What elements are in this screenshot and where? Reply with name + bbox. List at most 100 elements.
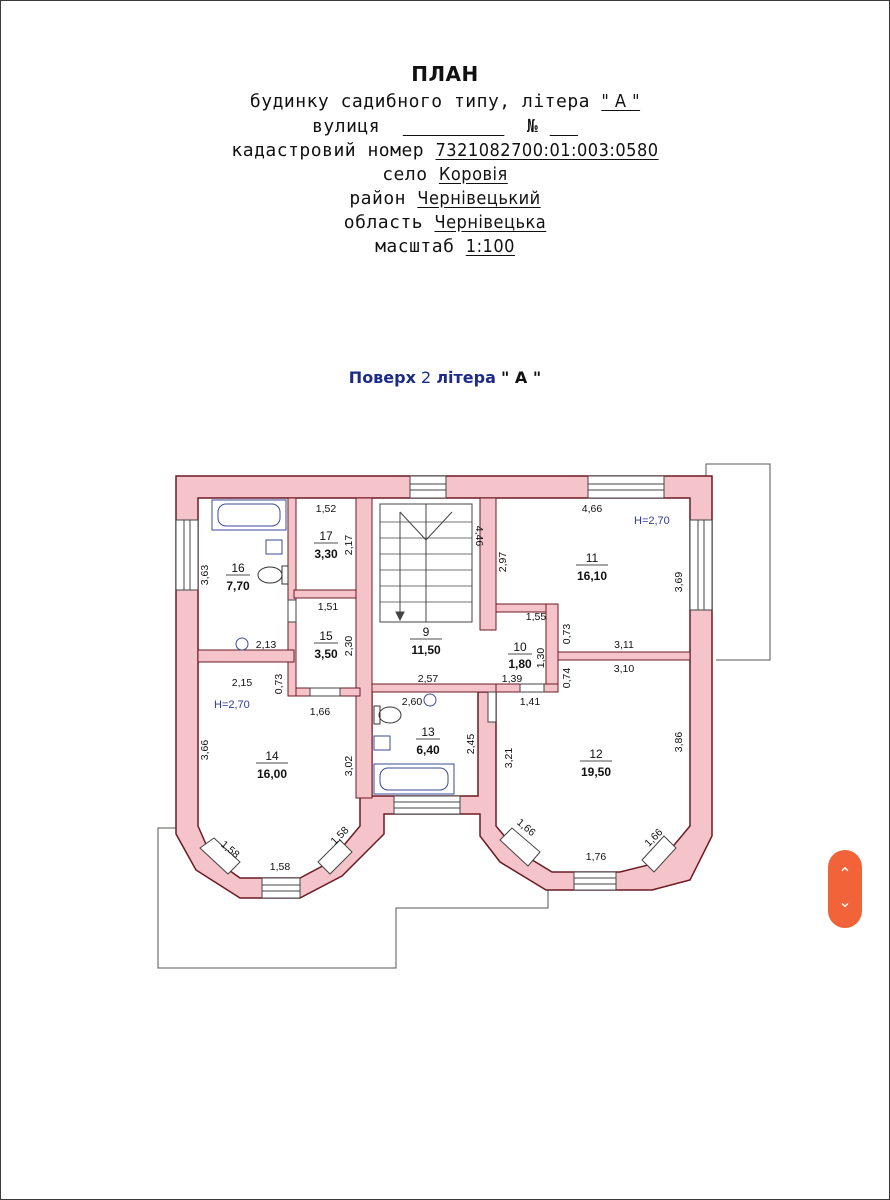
room-area: 19,50	[581, 765, 611, 779]
number-label: №	[527, 116, 539, 137]
room-area: 16,10	[577, 569, 607, 583]
toilet-icon	[257, 565, 289, 585]
street-label: вулиця	[312, 116, 381, 137]
room-number: 14	[265, 749, 279, 763]
dim-label: 1,66	[310, 706, 331, 718]
room-area: 6,40	[416, 743, 440, 757]
room-label: 101,80	[508, 640, 532, 671]
dim-label: 2,15	[232, 677, 253, 689]
room-area: 11,50	[411, 643, 441, 657]
dim-label: 0,73	[273, 674, 285, 695]
room-number: 15	[319, 629, 333, 643]
dim-label: 2,97	[497, 552, 509, 573]
oblast-value: Чернівецька	[434, 212, 547, 233]
room-number: 10	[513, 640, 527, 654]
doors	[287, 599, 545, 723]
floor-litera-word: літера	[436, 368, 496, 387]
dim-label: 3,69	[673, 572, 685, 593]
balcony-outline	[705, 463, 771, 661]
dim-label: 3,66	[199, 740, 211, 761]
dim-label: 2,57	[418, 673, 439, 685]
room-label: 12 19,50	[580, 747, 612, 779]
village-label: село	[382, 164, 428, 185]
toilet-icon	[373, 705, 402, 725]
bathtub-icon	[211, 499, 287, 531]
dim-label: 0,74	[561, 668, 573, 689]
room-label: 14 16,00	[256, 749, 288, 781]
dim-label: 4,46	[473, 526, 485, 547]
dim-label: 1,52	[316, 503, 337, 515]
dim-label: 1,55	[526, 611, 547, 623]
room-area: 16,00	[257, 767, 287, 781]
staircase	[379, 503, 473, 623]
room-number: 12	[589, 747, 603, 761]
dim-label: 3,86	[673, 732, 685, 753]
room-labels: 167,70 173,30 153,50 911,50 101,80 1116,…	[226, 529, 612, 781]
room-number: 17	[319, 529, 333, 543]
scale-value: 1:100	[465, 236, 515, 257]
dim-label: 2,60	[402, 696, 423, 708]
dim-label: 4,66	[582, 503, 603, 515]
plan-title: ПЛАН	[411, 62, 479, 86]
dim-label: 3,11	[614, 639, 634, 651]
room-label: 136,40	[416, 725, 440, 757]
cadastral-label: кадастровий номер	[231, 140, 425, 161]
dim-label: 3,02	[343, 756, 355, 777]
height-labels: H=2,70 H=2,70	[214, 515, 670, 711]
room-label: 11 16,10	[576, 551, 608, 583]
height-label: H=2,70	[634, 515, 670, 527]
dim-label: 2,13	[256, 639, 277, 651]
dim-label: 2,30	[343, 636, 355, 657]
header-line-district: район Чернівецький	[0, 188, 890, 209]
dim-label: 1,41	[520, 696, 541, 708]
dim-label: 2,45	[465, 734, 477, 755]
header-line-street: вулиця №	[0, 116, 890, 137]
dim-label: 1,58	[270, 861, 291, 873]
scale-label: масштаб	[375, 236, 455, 257]
room-number: 9	[423, 625, 430, 639]
oblast-label: область	[343, 212, 424, 233]
room-number: 16	[231, 561, 245, 575]
windows	[175, 475, 713, 899]
room-area: 3,30	[314, 547, 338, 561]
litera-value: " А "	[601, 91, 641, 112]
dim-label: 3,63	[199, 565, 211, 586]
dim-label: 1,51	[318, 601, 339, 613]
header-line-scale: масштаб 1:100	[0, 236, 890, 257]
room-area: 7,70	[226, 579, 250, 593]
room-label: 173,30	[314, 529, 338, 561]
dim-label: 2,17	[343, 535, 355, 556]
room-label: 167,70	[226, 561, 250, 593]
bathtub-icon	[373, 763, 455, 795]
floor-word: Поверх	[348, 368, 416, 387]
dim-label: 1,76	[586, 851, 607, 863]
floor-title: Поверх 2 літера " А "	[0, 368, 890, 387]
header-line-cadastral: кадастровий номер 7321082700:01:003:0580	[0, 140, 890, 161]
header-line-oblast: область Чернівецька	[0, 212, 890, 233]
floor-number: 2	[421, 368, 432, 387]
terrace-outline	[157, 827, 549, 969]
district-value: Чернівецький	[417, 188, 541, 209]
district-label: район	[349, 188, 406, 209]
room-label: 153,50	[314, 629, 338, 661]
floor-litera-value: " А "	[500, 368, 542, 387]
page-scroll-control[interactable]: ⌃ ⌄	[828, 850, 862, 928]
dim-label: 0,73	[561, 624, 573, 645]
room-area: 3,50	[314, 647, 338, 661]
dim-label: 1,30	[535, 648, 547, 669]
room-number: 11	[586, 551, 599, 565]
cadastral-value: 7321082700:01:003:0580	[435, 140, 659, 161]
dim-label: 3,10	[614, 663, 635, 675]
village-value: Коровія	[438, 164, 508, 185]
header-line-village: село Коровія	[0, 164, 890, 185]
building-type-label: будинку садибного типу, літера	[249, 91, 602, 112]
dim-label: 3,21	[503, 748, 515, 769]
sink-icon	[235, 539, 437, 751]
dim-label: 1,39	[502, 673, 523, 685]
room-label: 911,50	[410, 625, 442, 657]
chevron-down-icon[interactable]: ⌄	[838, 892, 852, 911]
header-line-building: будинку садибного типу, літера " А "	[0, 91, 890, 112]
room-area: 1,80	[508, 657, 532, 671]
chevron-up-icon[interactable]: ⌃	[838, 864, 852, 883]
